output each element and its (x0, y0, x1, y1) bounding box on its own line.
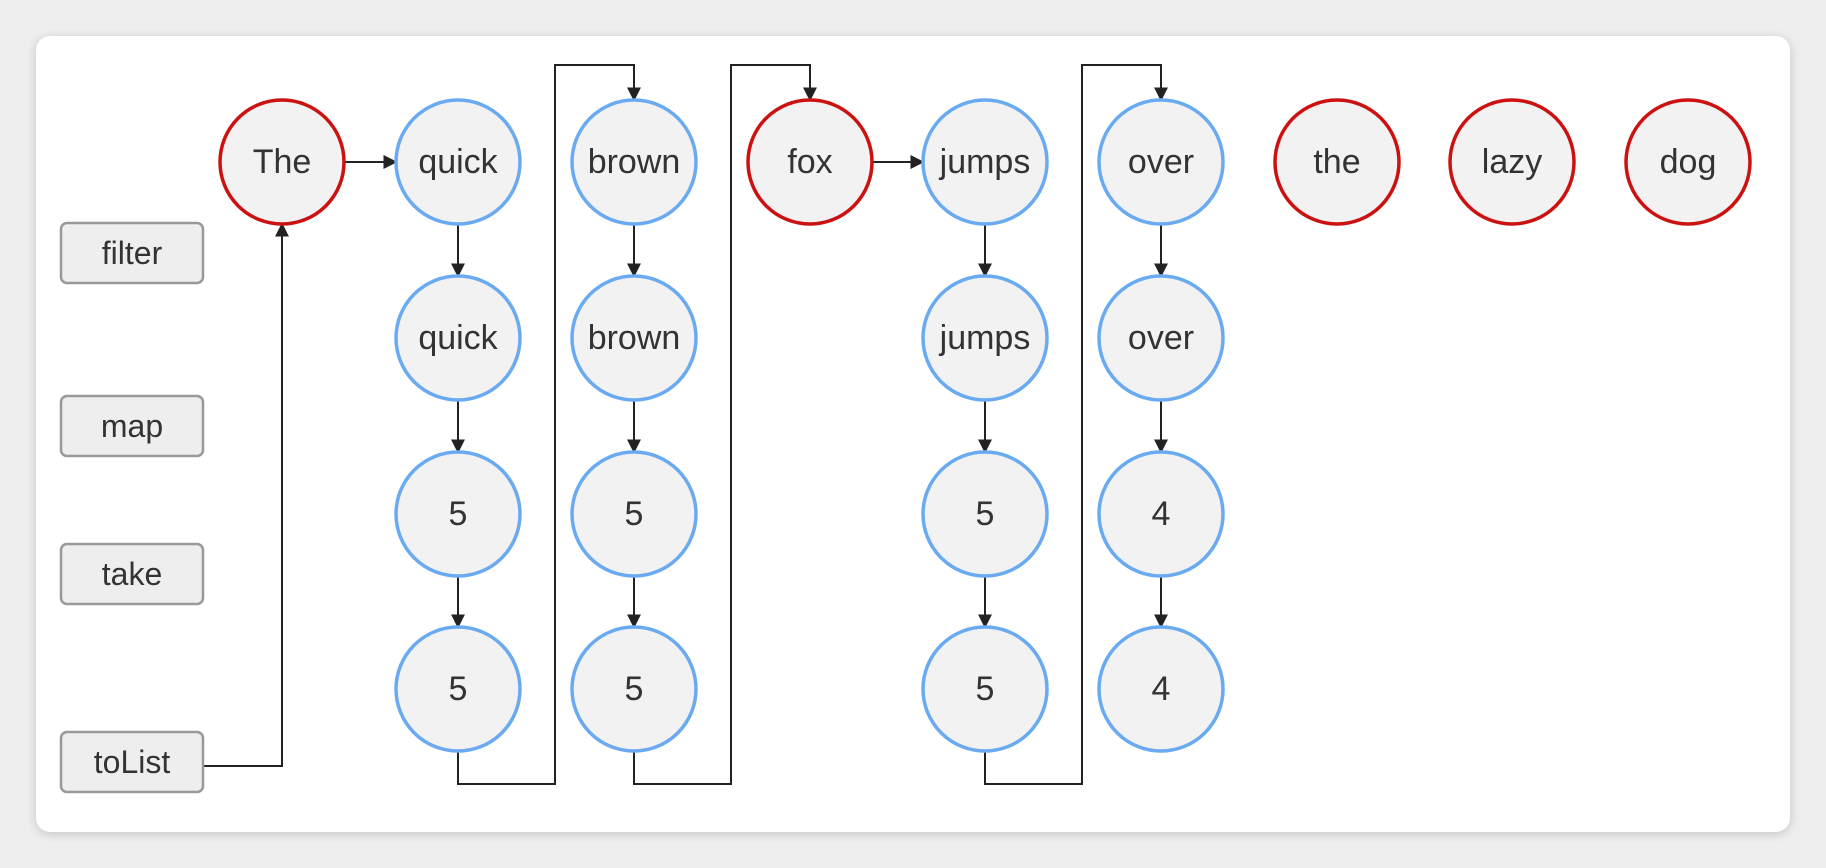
stage-node-jumps-2-label: 5 (976, 495, 995, 533)
stage-node-quick-1-label: quick (418, 319, 498, 357)
stage-node-over-1-label: over (1128, 319, 1194, 357)
word-node-the-circle (218, 98, 346, 226)
map-op-box: map (59, 394, 205, 458)
stage-node-jumps-2-circle (921, 450, 1049, 578)
take-op-label: take (102, 556, 162, 592)
word-node-the-label: the (1313, 143, 1360, 181)
stage-node-over-2-circle (1097, 450, 1225, 578)
stage-node-jumps-1: jumps (921, 274, 1049, 402)
loop-brown-to-fox (633, 64, 817, 785)
stage-node-brown-2: 5 (570, 450, 698, 578)
word-node-fox: fox (746, 98, 874, 226)
word-node-lazy: lazy (1448, 98, 1576, 226)
map-op-label: map (101, 408, 163, 444)
word-node-the: the (1273, 98, 1401, 226)
stage-node-over-2: 4 (1097, 450, 1225, 578)
word-node-jumps-circle (921, 98, 1049, 226)
word-node-brown: brown (570, 98, 698, 226)
stage-node-over-2-label: 4 (1152, 495, 1171, 533)
word-node-over-circle (1097, 98, 1225, 226)
stage-node-over-3: 4 (1097, 625, 1225, 753)
stage-node-quick-2-label: 5 (449, 495, 468, 533)
word-node-fox-circle (746, 98, 874, 226)
tolist-op-label: toList (94, 744, 171, 780)
word-node-quick: quick (394, 98, 522, 226)
stage-node-quick-3-label: 5 (449, 670, 468, 708)
stage-node-quick-2: 5 (394, 450, 522, 578)
word-node-lazy-circle (1448, 98, 1576, 226)
loop-quick-to-brown (457, 64, 641, 785)
stage-node-jumps-1-label: jumps (939, 319, 1031, 357)
stage-node-brown-2-circle (570, 450, 698, 578)
stage-node-brown-3: 5 (570, 625, 698, 753)
word-node-over: over (1097, 98, 1225, 226)
word-node-brown-circle (570, 98, 698, 226)
word-node-dog-label: dog (1660, 143, 1717, 181)
stage-node-quick-1-circle (394, 274, 522, 402)
word-node-dog: dog (1624, 98, 1752, 226)
word-node-jumps: jumps (921, 98, 1049, 226)
diagram-card: The quick brown fox jumps over the lazy dog quick… (36, 36, 1790, 832)
stage-node-jumps-3-label: 5 (976, 670, 995, 708)
stage-node-quick-2-circle (394, 450, 522, 578)
stage-node-jumps-3: 5 (921, 625, 1049, 753)
lazy-stream-diagram: The quick brown fox jumps over the lazy dog quick… (59, 64, 1752, 794)
stage-node-over-3-label: 4 (1152, 670, 1171, 708)
stage-node-over-1: over (1097, 274, 1225, 402)
word-node-quick-label: quick (418, 143, 498, 181)
take-op-box: take (59, 542, 205, 606)
stage-node-brown-1-circle (570, 274, 698, 402)
stage-node-over-3-circle (1097, 625, 1225, 753)
arrow-tolist-to-the (203, 222, 289, 767)
word-node-the-circle (1273, 98, 1401, 226)
word-node-over-label: over (1128, 143, 1194, 181)
stage-node-quick-1: quick (394, 274, 522, 402)
stage-node-brown-2-label: 5 (625, 495, 644, 533)
word-node-the-label: The (253, 143, 312, 181)
word-node-fox-label: fox (787, 143, 832, 181)
tolist-op-box: toList (59, 730, 205, 794)
stage-node-brown-1-label: brown (588, 319, 681, 357)
word-node-jumps-label: jumps (939, 143, 1031, 181)
stage-node-over-1-circle (1097, 274, 1225, 402)
stage-node-brown-3-label: 5 (625, 670, 644, 708)
word-node-quick-circle (394, 98, 522, 226)
stage-node-jumps-1-circle (921, 274, 1049, 402)
stage-node-brown-3-circle (570, 625, 698, 753)
stage-node-brown-1: brown (570, 274, 698, 402)
stage-node-quick-3: 5 (394, 625, 522, 753)
word-node-brown-label: brown (588, 143, 681, 181)
word-node-lazy-label: lazy (1482, 143, 1542, 181)
stage-node-jumps-2: 5 (921, 450, 1049, 578)
filter-op-box: filter (59, 221, 205, 285)
filter-op-label: filter (102, 235, 163, 271)
word-node-the: The (218, 98, 346, 226)
stage-node-quick-3-circle (394, 625, 522, 753)
loop-jumps-to-over (984, 64, 1168, 785)
word-node-dog-circle (1624, 98, 1752, 226)
stage-node-jumps-3-circle (921, 625, 1049, 753)
